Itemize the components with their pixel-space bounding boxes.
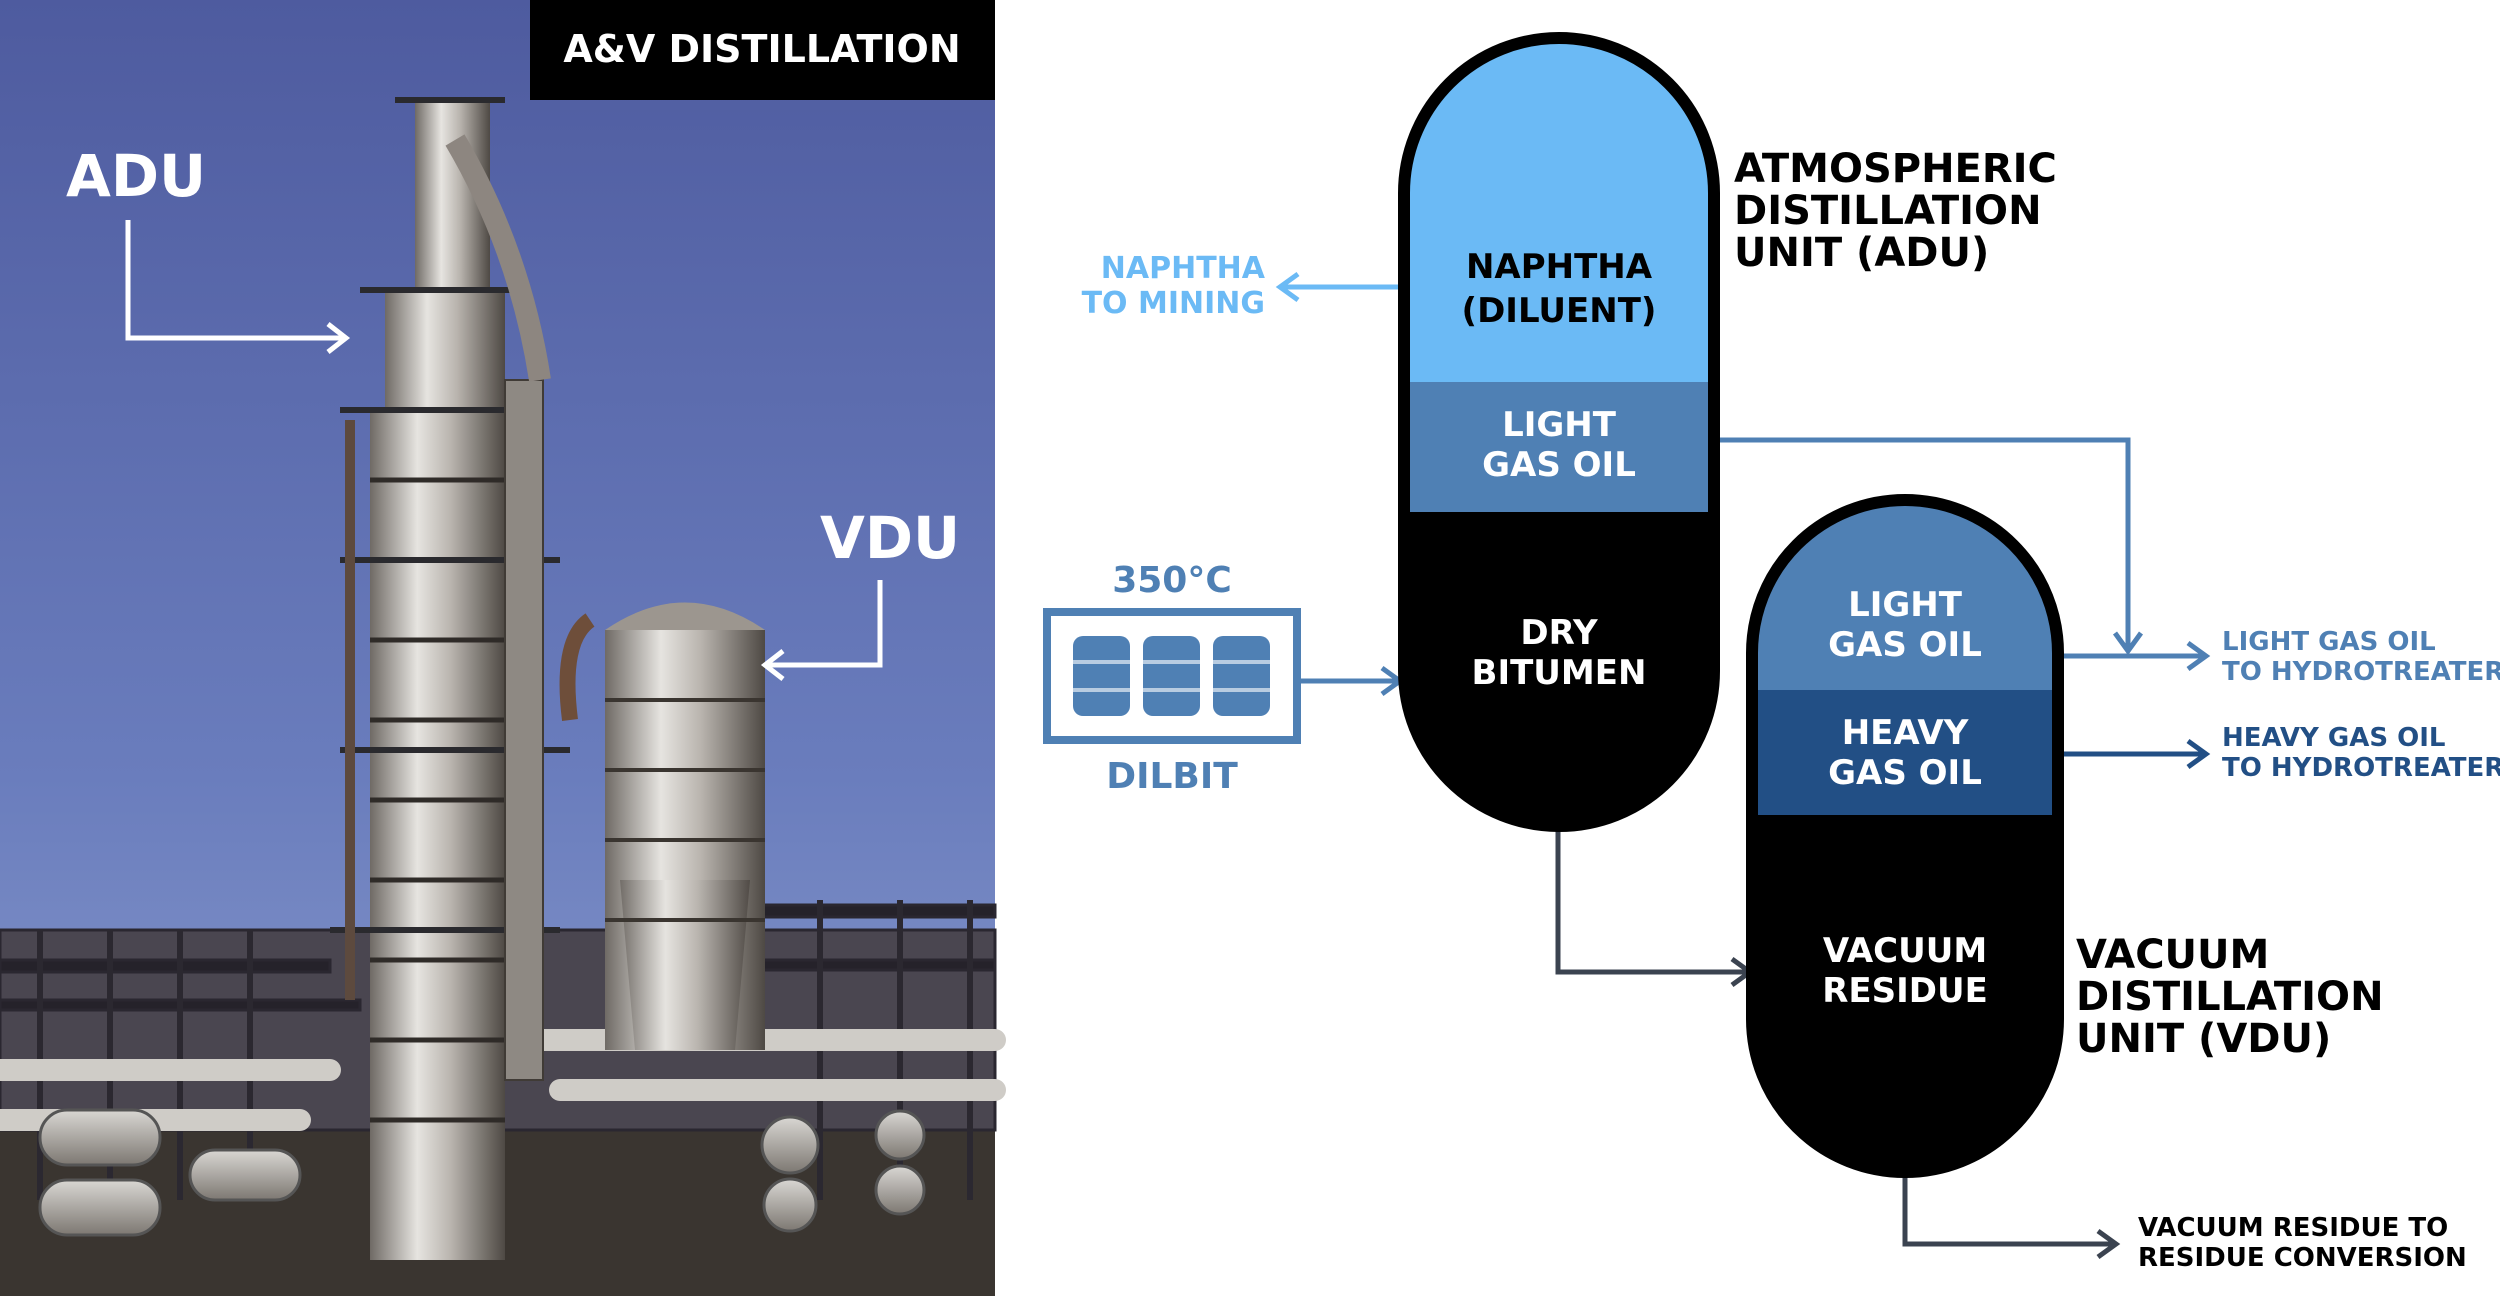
barrel-icon	[1073, 636, 1270, 716]
hgo-output-line-1: HEAVY GAS OIL	[2222, 723, 2445, 753]
arrow-icon	[2112, 631, 2144, 656]
adu-lgo-zone	[1404, 382, 1714, 512]
lgo-output-line-2: TO HYDROTREATER	[2222, 657, 2500, 687]
feed-name: DILBIT	[1106, 756, 1238, 797]
adu-pointer-arrow-icon	[125, 220, 343, 341]
adu-bitumen-label-2: BITUMEN	[1472, 653, 1647, 693]
vdu-hgo-label-2: GAS OIL	[1828, 753, 1982, 793]
vdu-residue-label-2: RESIDUE	[1822, 971, 1988, 1011]
lgo-output-label: LIGHT GAS OIL TO HYDROTREATER	[2222, 627, 2500, 687]
naphtha-output-line-2: TO MINING	[1082, 286, 1265, 321]
vdu-photo-label: VDU	[820, 504, 960, 572]
feed-temperature: 350°C	[1112, 560, 1232, 601]
hgo-output-line-2: TO HYDROTREATER	[2222, 753, 2500, 783]
adu-tower	[330, 97, 570, 1260]
bitumen-flow-line	[1555, 826, 1746, 975]
refinery-photo: A&V DISTILLATION ADU VDU	[0, 0, 1006, 1296]
vdu-hgo-label-1: HEAVY	[1842, 713, 1969, 753]
adu-naphtha-label-2: (DILUENT)	[1462, 291, 1657, 331]
adu-title: ATMOSPHERIC DISTILLATION UNIT (ADU)	[1734, 146, 2057, 276]
arrow-icon	[2186, 738, 2211, 770]
adu-title-line-1: ATMOSPHERIC	[1734, 146, 2057, 192]
naphtha-output-label: NAPHTHA TO MINING	[1082, 251, 1266, 321]
adu-naphtha-label-1: NAPHTHA	[1466, 247, 1653, 287]
photo-title: A&V DISTILLATION	[563, 27, 960, 71]
residue-output-line-1: VACUUM RESIDUE TO	[2138, 1213, 2448, 1243]
vdu-title-line-3: UNIT (VDU)	[2076, 1016, 2331, 1062]
lgo-output-line-1: LIGHT GAS OIL	[2222, 627, 2436, 657]
residue-output-line-2: RESIDUE CONVERSION	[2138, 1243, 2467, 1273]
naphtha-output-line-1: NAPHTHA	[1101, 251, 1266, 286]
flow-lines	[1275, 271, 2211, 1260]
vdu-title: VACUUM DISTILLATION UNIT (VDU)	[2076, 932, 2384, 1062]
vdu-vessel-outline	[1746, 494, 2064, 1178]
feed-box	[1043, 608, 1301, 744]
adu-vessel-outline	[1398, 32, 1720, 832]
arrow-icon	[326, 322, 351, 354]
adu-naphtha-zone	[1404, 38, 1714, 382]
adu-title-line-3: UNIT (ADU)	[1734, 230, 1989, 276]
adu-vessel: NAPHTHA (DILUENT) LIGHT GAS OIL DRY BITU…	[1398, 32, 1720, 832]
arrow-icon	[2186, 640, 2211, 672]
arrow-icon	[1275, 271, 1300, 303]
residue-output-label: VACUUM RESIDUE TO RESIDUE CONVERSION	[2138, 1213, 2467, 1273]
vdu-hgo-zone	[1752, 690, 2058, 815]
adu-bitumen-label-1: DRY	[1520, 613, 1598, 653]
vdu-lgo-label-1: LIGHT	[1848, 585, 1963, 625]
vdu-residue-label-1: VACUUM	[1823, 931, 1987, 971]
arrow-icon	[2096, 1228, 2121, 1260]
vdu-title-line-1: VACUUM	[2076, 932, 2269, 978]
vdu-lgo-label-2: GAS OIL	[1828, 625, 1982, 665]
arrow-icon	[760, 649, 785, 681]
residue-flow-line	[1902, 1172, 2112, 1247]
adu-lgo-flow-line	[1714, 437, 2131, 648]
vdu-vessel: LIGHT GAS OIL HEAVY GAS OIL VACUUM RESID…	[1746, 494, 2064, 1178]
hgo-output-label: HEAVY GAS OIL TO HYDROTREATER	[2222, 723, 2500, 783]
photo-title-box	[530, 0, 995, 100]
adu-bitumen-zone	[1404, 512, 1714, 826]
adu-lgo-label-1: LIGHT	[1502, 405, 1617, 445]
dilbit-feed: 350°C DILBIT	[1043, 560, 1301, 797]
adu-photo-label: ADU	[66, 142, 206, 210]
adu-lgo-label-2: GAS OIL	[1482, 445, 1636, 485]
vdu-title-line-2: DISTILLATION	[2076, 974, 2384, 1020]
vdu-tower	[559, 602, 765, 1050]
vdu-pointer-arrow-icon	[768, 580, 883, 668]
vdu-residue-zone	[1752, 815, 2058, 1172]
adu-title-line-2: DISTILLATION	[1734, 188, 2042, 234]
